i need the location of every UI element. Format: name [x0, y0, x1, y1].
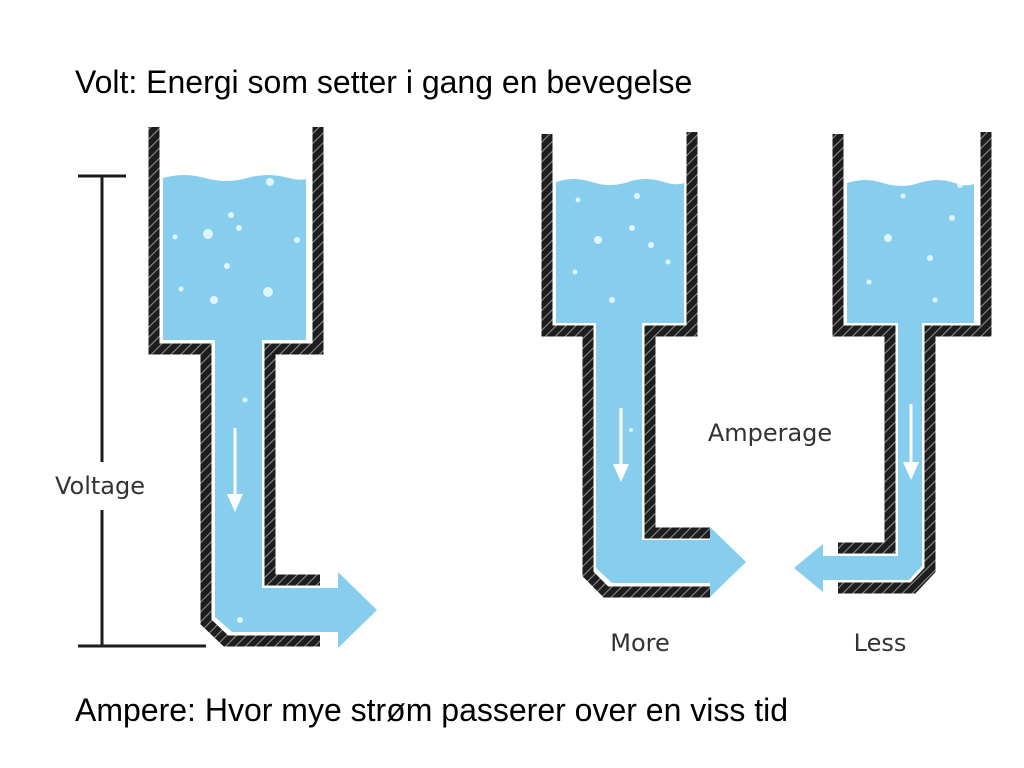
more-bubbles — [572, 193, 671, 432]
slide-caption: Ampere: Hvor mye strøm passerer over en … — [75, 692, 789, 728]
less-tank-wall-right — [838, 132, 992, 594]
more-tank-wall — [541, 134, 710, 598]
slide-title: Volt: Energi som setter i gang en bevege… — [75, 64, 693, 100]
more-tank-water — [556, 179, 710, 583]
less-tank-water — [838, 180, 974, 580]
more-amperage-tank — [541, 132, 746, 598]
voltage-outflow-arrow — [320, 572, 377, 648]
more-flow-arrowhead — [613, 464, 629, 482]
voltage-tank-wall — [148, 127, 320, 647]
more-outflow-arrow — [710, 527, 746, 597]
more-tank-wall-right — [644, 132, 710, 539]
voltage-flow-arrowhead — [227, 494, 243, 512]
voltage-label: Voltage — [55, 472, 145, 500]
less-tank-wall — [832, 134, 896, 554]
voltage-bubbles — [172, 178, 300, 623]
less-outflow-arrow — [794, 544, 838, 592]
less-bubbles — [866, 182, 963, 303]
less-label: Less — [854, 629, 907, 657]
voltage-tank — [148, 127, 377, 648]
amperage-label: Amperage — [708, 419, 832, 447]
voltage-tank-wall-right — [264, 127, 324, 586]
less-flow-arrowhead — [903, 462, 919, 480]
less-amperage-tank — [794, 132, 992, 594]
more-label: More — [610, 629, 670, 657]
voltage-tank-water — [163, 175, 320, 632]
voltage-scale — [78, 174, 206, 648]
